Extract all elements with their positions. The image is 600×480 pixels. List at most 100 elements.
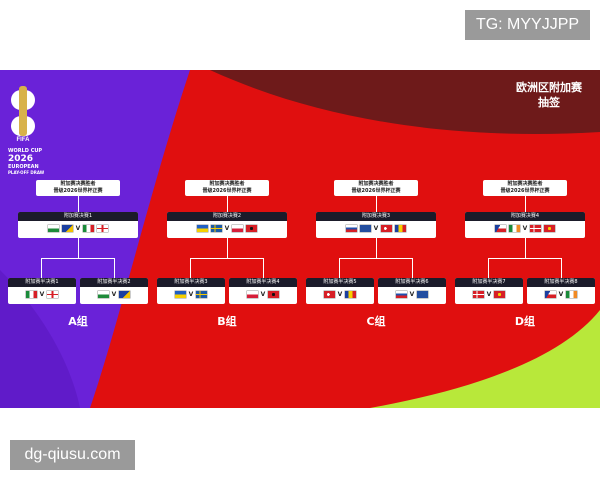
- vs-label: V: [409, 291, 415, 298]
- connector-line: [339, 258, 413, 259]
- winner-text-line2: 晋级2026世界杯正赛: [53, 188, 103, 194]
- winner-box: 附加赛决赛胜者晋级2026世界杯正赛: [334, 180, 418, 196]
- semi-label: 附加赛半决赛4: [229, 278, 297, 287]
- fifa-logo: FIFA WORLD CUP 2026 EUROPEAN PLAY-OFF DR…: [8, 84, 56, 176]
- flag-row: V: [157, 287, 225, 302]
- connector-line: [78, 196, 79, 212]
- italy-flag-icon: [83, 225, 95, 232]
- poland-flag-icon: [232, 225, 244, 232]
- flag-row: V: [18, 221, 138, 236]
- vs-label: V: [111, 291, 117, 298]
- logo-text-4: PLAY-OFF DRAW: [8, 170, 45, 175]
- connector-line: [376, 196, 377, 212]
- connector-line: [412, 258, 413, 278]
- vs-label: V: [188, 291, 194, 298]
- denmark-flag-icon: [530, 225, 542, 232]
- group-label: C组: [366, 315, 386, 328]
- kosovo-flag-icon: [359, 225, 371, 232]
- flag-row: V: [527, 287, 595, 302]
- ukraine-flag-icon: [174, 291, 186, 298]
- flag-row: V: [455, 287, 523, 302]
- winner-text-line2: 晋级2026世界杯正赛: [202, 188, 252, 194]
- playoff-draw-banner: FIFA WORLD CUP 2026 EUROPEAN PLAY-OFF DR…: [0, 70, 600, 408]
- turkey-flag-icon: [381, 225, 393, 232]
- bosnia-flag-icon: [61, 225, 73, 232]
- north-macedonia-flag-icon: [494, 291, 506, 298]
- winner-text-line1: 附加赛决赛胜者: [209, 181, 245, 187]
- fifa-wordmark: FIFA: [17, 137, 31, 143]
- winner-text-line1: 附加赛决赛胜者: [60, 181, 96, 187]
- denmark-flag-icon: [472, 291, 484, 298]
- connector-line: [525, 238, 526, 258]
- romania-flag-icon: [345, 291, 357, 298]
- logo-text-2: 2026: [8, 154, 34, 164]
- flag-row: V: [167, 221, 287, 236]
- vs-label: V: [558, 291, 564, 298]
- wales-flag-icon: [97, 291, 109, 298]
- vs-label: V: [486, 291, 492, 298]
- watermark-top: TG: MYYJJPP: [465, 10, 590, 40]
- connector-line: [376, 238, 377, 258]
- winner-text-line1: 附加赛决赛胜者: [507, 181, 543, 187]
- winner-box: 附加赛决赛胜者晋级2026世界杯正赛: [36, 180, 120, 196]
- connector-line: [263, 258, 264, 278]
- flag-row: V: [465, 221, 585, 236]
- final-label: 附加赛决赛3: [316, 212, 436, 221]
- poland-flag-icon: [246, 291, 258, 298]
- vs-label: V: [39, 291, 45, 298]
- connector-line: [227, 238, 228, 258]
- group-label: D组: [514, 315, 536, 328]
- semi-label: 附加赛半决赛3: [157, 278, 225, 287]
- italy-flag-icon: [25, 291, 37, 298]
- flag-row: V: [378, 287, 446, 302]
- connector-line: [190, 258, 264, 259]
- england-flag-icon: [97, 225, 109, 232]
- title-line-2: 抽签: [538, 96, 560, 109]
- north-macedonia-flag-icon: [544, 225, 556, 232]
- ireland-flag-icon: [508, 225, 520, 232]
- title-line-1: 欧洲区附加赛: [516, 81, 582, 94]
- winner-text-line2: 晋级2026世界杯正赛: [351, 188, 401, 194]
- final-label: 附加赛决赛2: [167, 212, 287, 221]
- czech-flag-icon: [494, 225, 506, 232]
- vs-label: V: [224, 225, 230, 232]
- connector-line: [227, 196, 228, 212]
- semi-label: 附加赛半决赛1: [8, 278, 76, 287]
- flag-row: V: [80, 287, 148, 302]
- final-label: 附加赛决赛1: [18, 212, 138, 221]
- vs-label: V: [522, 225, 528, 232]
- page-title: 欧洲区附加赛 抽签: [516, 80, 582, 110]
- connector-line: [41, 258, 115, 259]
- semi-label: 附加赛半决赛2: [80, 278, 148, 287]
- semi-label: 附加赛半决赛8: [527, 278, 595, 287]
- logo-text-1: WORLD CUP: [8, 148, 43, 154]
- sweden-flag-icon: [196, 291, 208, 298]
- connector-line: [190, 258, 191, 278]
- winner-text-line1: 附加赛决赛胜者: [358, 181, 394, 187]
- ukraine-flag-icon: [196, 225, 208, 232]
- bosnia-flag-icon: [119, 291, 131, 298]
- vs-label: V: [337, 291, 343, 298]
- slovakia-flag-icon: [345, 225, 357, 232]
- group-label: A组: [68, 315, 88, 328]
- kosovo-flag-icon: [417, 291, 429, 298]
- slovakia-flag-icon: [395, 291, 407, 298]
- wales-flag-icon: [47, 225, 59, 232]
- flag-row: V: [316, 221, 436, 236]
- background-shapes: [0, 70, 600, 408]
- trophy-icon: FIFA: [11, 86, 35, 143]
- vs-label: V: [75, 225, 81, 232]
- logo-text-3: EUROPEAN: [8, 164, 39, 170]
